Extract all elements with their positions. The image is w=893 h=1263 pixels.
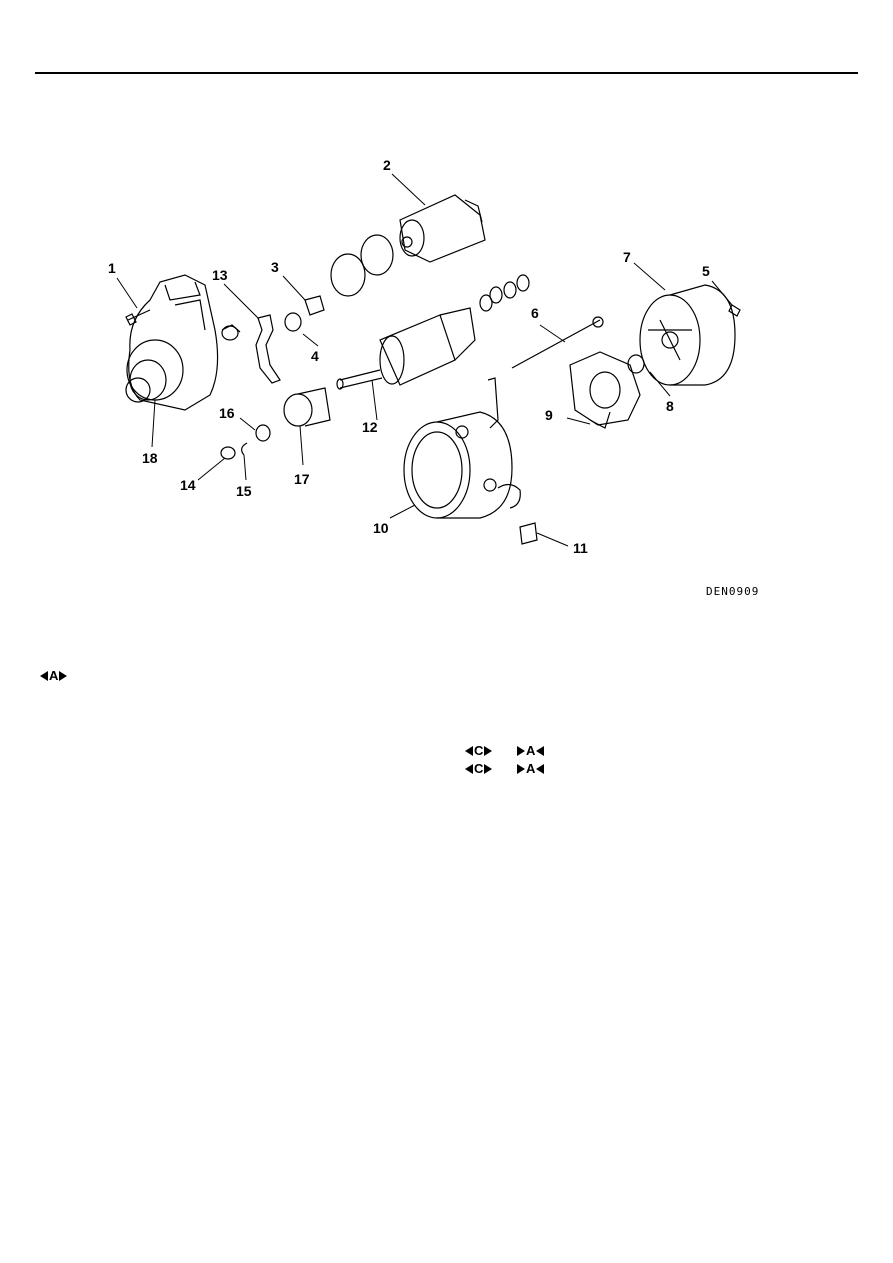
callout-6: 6 <box>531 305 539 321</box>
lever-part <box>255 314 281 384</box>
callout-5: 5 <box>702 263 710 279</box>
front-bracket-part <box>125 274 219 411</box>
gasket-part <box>330 253 366 297</box>
washer-part <box>220 446 236 460</box>
callout-10: 10 <box>373 520 389 536</box>
callout-18: 18 <box>142 450 158 466</box>
callout-9: 9 <box>545 407 553 423</box>
service-marker-a: A <box>40 668 68 682</box>
callout-13: 13 <box>212 267 228 283</box>
callout-11: 11 <box>573 540 588 556</box>
callout-3: 3 <box>271 259 279 275</box>
callout-14: 14 <box>180 477 196 493</box>
callout-1: 1 <box>108 260 116 276</box>
yoke-part <box>403 377 521 519</box>
solenoid-part <box>399 194 486 263</box>
plate-part <box>284 312 302 332</box>
figure-id: DEN0909 <box>706 585 760 598</box>
brush-holder-part <box>569 351 641 429</box>
callout-2: 2 <box>383 157 391 173</box>
armature-part <box>336 307 476 390</box>
rear-bracket-part <box>639 284 736 386</box>
rear-bushing-part <box>627 354 645 374</box>
callout-16: 16 <box>219 405 235 421</box>
gasket-part-2 <box>360 234 394 276</box>
pinion-part <box>283 387 331 427</box>
stopper-part <box>255 424 271 442</box>
header-rule <box>35 72 858 74</box>
callout-15: 15 <box>236 483 252 499</box>
bolt-part <box>125 309 151 326</box>
service-marker-a-inward: A <box>517 743 545 757</box>
callout-4: 4 <box>311 348 319 364</box>
service-marker-c-2: C <box>465 761 493 775</box>
through-bolt-part <box>511 319 601 369</box>
callout-12: 12 <box>362 419 378 435</box>
callout-7: 7 <box>623 249 631 265</box>
callout-17: 17 <box>294 471 310 487</box>
snap-ring-part <box>241 442 248 456</box>
starter-motor-exploded-diagram: 2 1 3 13 7 5 6 4 8 9 12 16 18 14 15 17 1… <box>108 157 741 556</box>
callout-8: 8 <box>666 398 674 414</box>
service-marker-a-inward-2: A <box>517 761 545 775</box>
screw-part <box>728 304 741 317</box>
brush-part <box>519 522 538 545</box>
packing-part <box>304 295 325 316</box>
service-marker-c: C <box>465 743 493 757</box>
